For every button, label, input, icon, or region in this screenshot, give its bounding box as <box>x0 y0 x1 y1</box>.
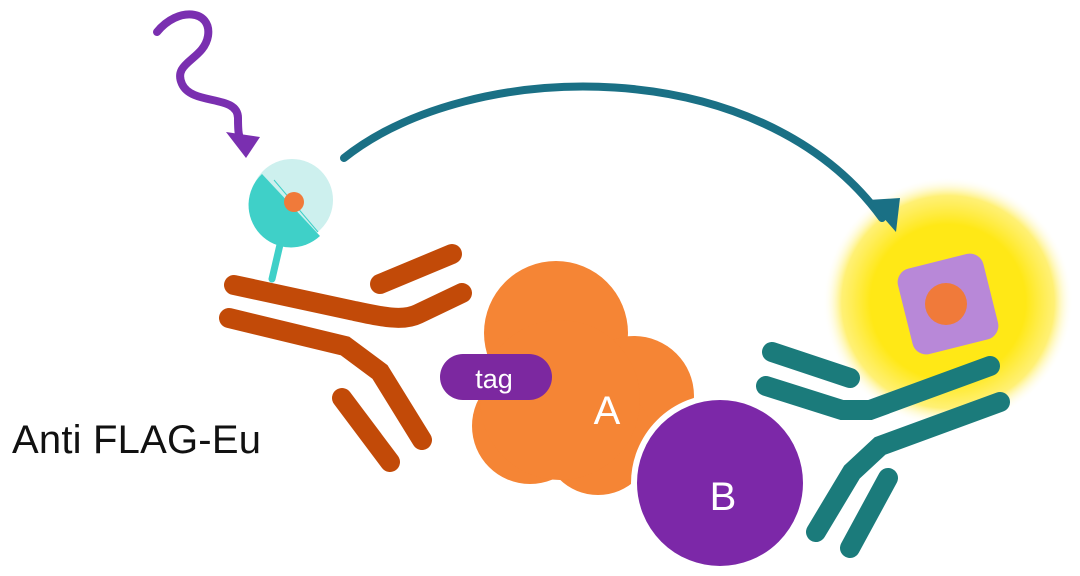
acceptor-antibody <box>756 342 1010 558</box>
acceptor-fluorophore <box>897 253 999 355</box>
protein-a-label: A <box>594 389 621 433</box>
europium-chelate <box>248 159 333 248</box>
donor-antibody <box>219 244 472 472</box>
protein-b <box>631 394 809 572</box>
europium-core <box>284 192 304 212</box>
energy-transfer-arrow <box>340 82 900 232</box>
protein-b-label: B <box>710 475 737 519</box>
tag-label: tag <box>475 364 513 394</box>
excitation-light-arrow <box>153 10 260 158</box>
antibody-label: Anti FLAG-Eu <box>12 418 262 462</box>
tag-pill <box>440 354 552 400</box>
acceptor-core <box>925 283 967 325</box>
